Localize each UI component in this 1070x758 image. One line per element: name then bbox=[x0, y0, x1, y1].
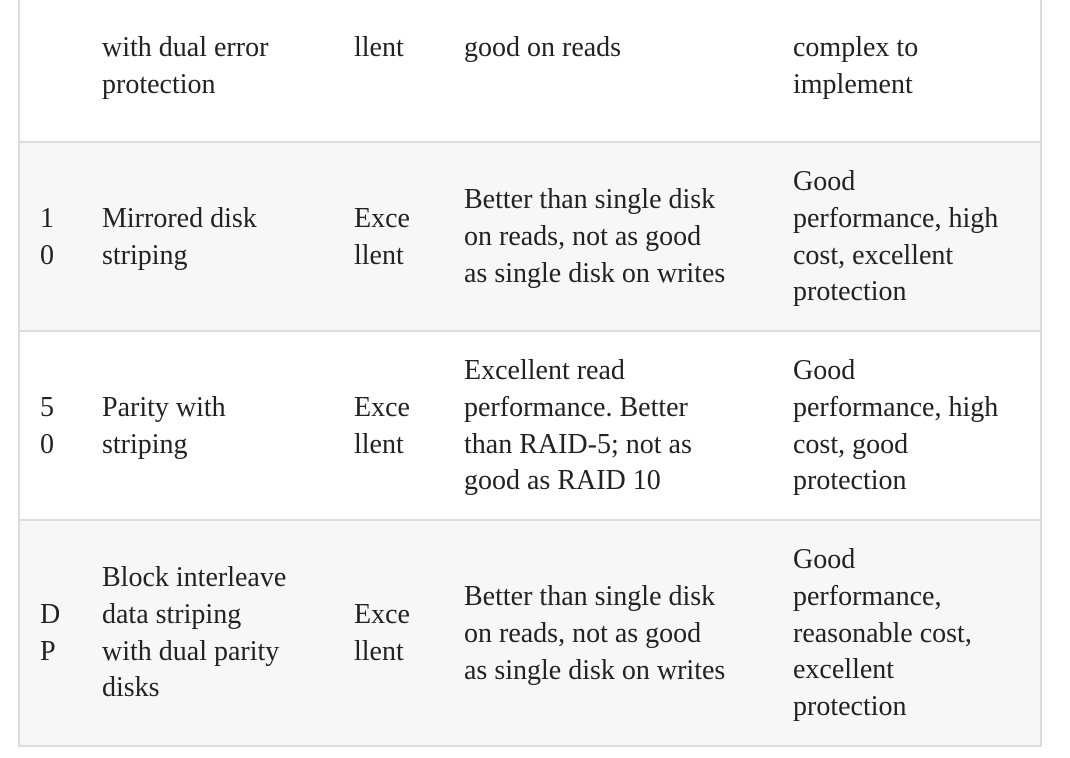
description-cell: Mirrored disk striping bbox=[102, 203, 257, 271]
performance-cell: Excellent read performance. Better than … bbox=[464, 355, 692, 497]
notes-cell: Good performance, reasonable cost, excel… bbox=[793, 544, 972, 723]
performance-cell: Better than single disk on reads, not as… bbox=[464, 184, 726, 289]
raid-table: with dual error protection llent good on… bbox=[18, 0, 1042, 747]
notes-cell: complex to implement bbox=[793, 32, 919, 100]
description-cell: Block interleave data striping with dual… bbox=[102, 562, 287, 704]
notes-cell: Good performance, high cost, excellent p… bbox=[793, 166, 999, 308]
table-row: with dual error protection llent good on… bbox=[18, 0, 1042, 143]
table-row: 5 0 Parity with striping Exce llent Exce… bbox=[18, 332, 1042, 521]
raid-level-cell: 1 0 bbox=[40, 203, 54, 271]
description-cell: Parity with striping bbox=[102, 392, 226, 460]
performance-cell: Better than single disk on reads, not as… bbox=[464, 581, 726, 686]
performance-cell: good on reads bbox=[464, 32, 622, 63]
fault-tolerance-cell: Exce llent bbox=[354, 392, 410, 460]
notes-cell: Good performance, high cost, good protec… bbox=[793, 355, 999, 497]
fault-tolerance-cell: Exce llent bbox=[354, 203, 410, 271]
raid-level-cell: 5 0 bbox=[40, 392, 54, 460]
table-row: 1 0 Mirrored disk striping Exce llent Be… bbox=[18, 143, 1042, 332]
table-row: D P Block interleave data striping with … bbox=[18, 521, 1042, 747]
raid-level-cell: D P bbox=[40, 599, 61, 667]
fault-tolerance-cell: Exce llent bbox=[354, 599, 410, 667]
fault-tolerance-cell: llent bbox=[354, 32, 404, 63]
description-cell: with dual error protection bbox=[102, 32, 269, 100]
